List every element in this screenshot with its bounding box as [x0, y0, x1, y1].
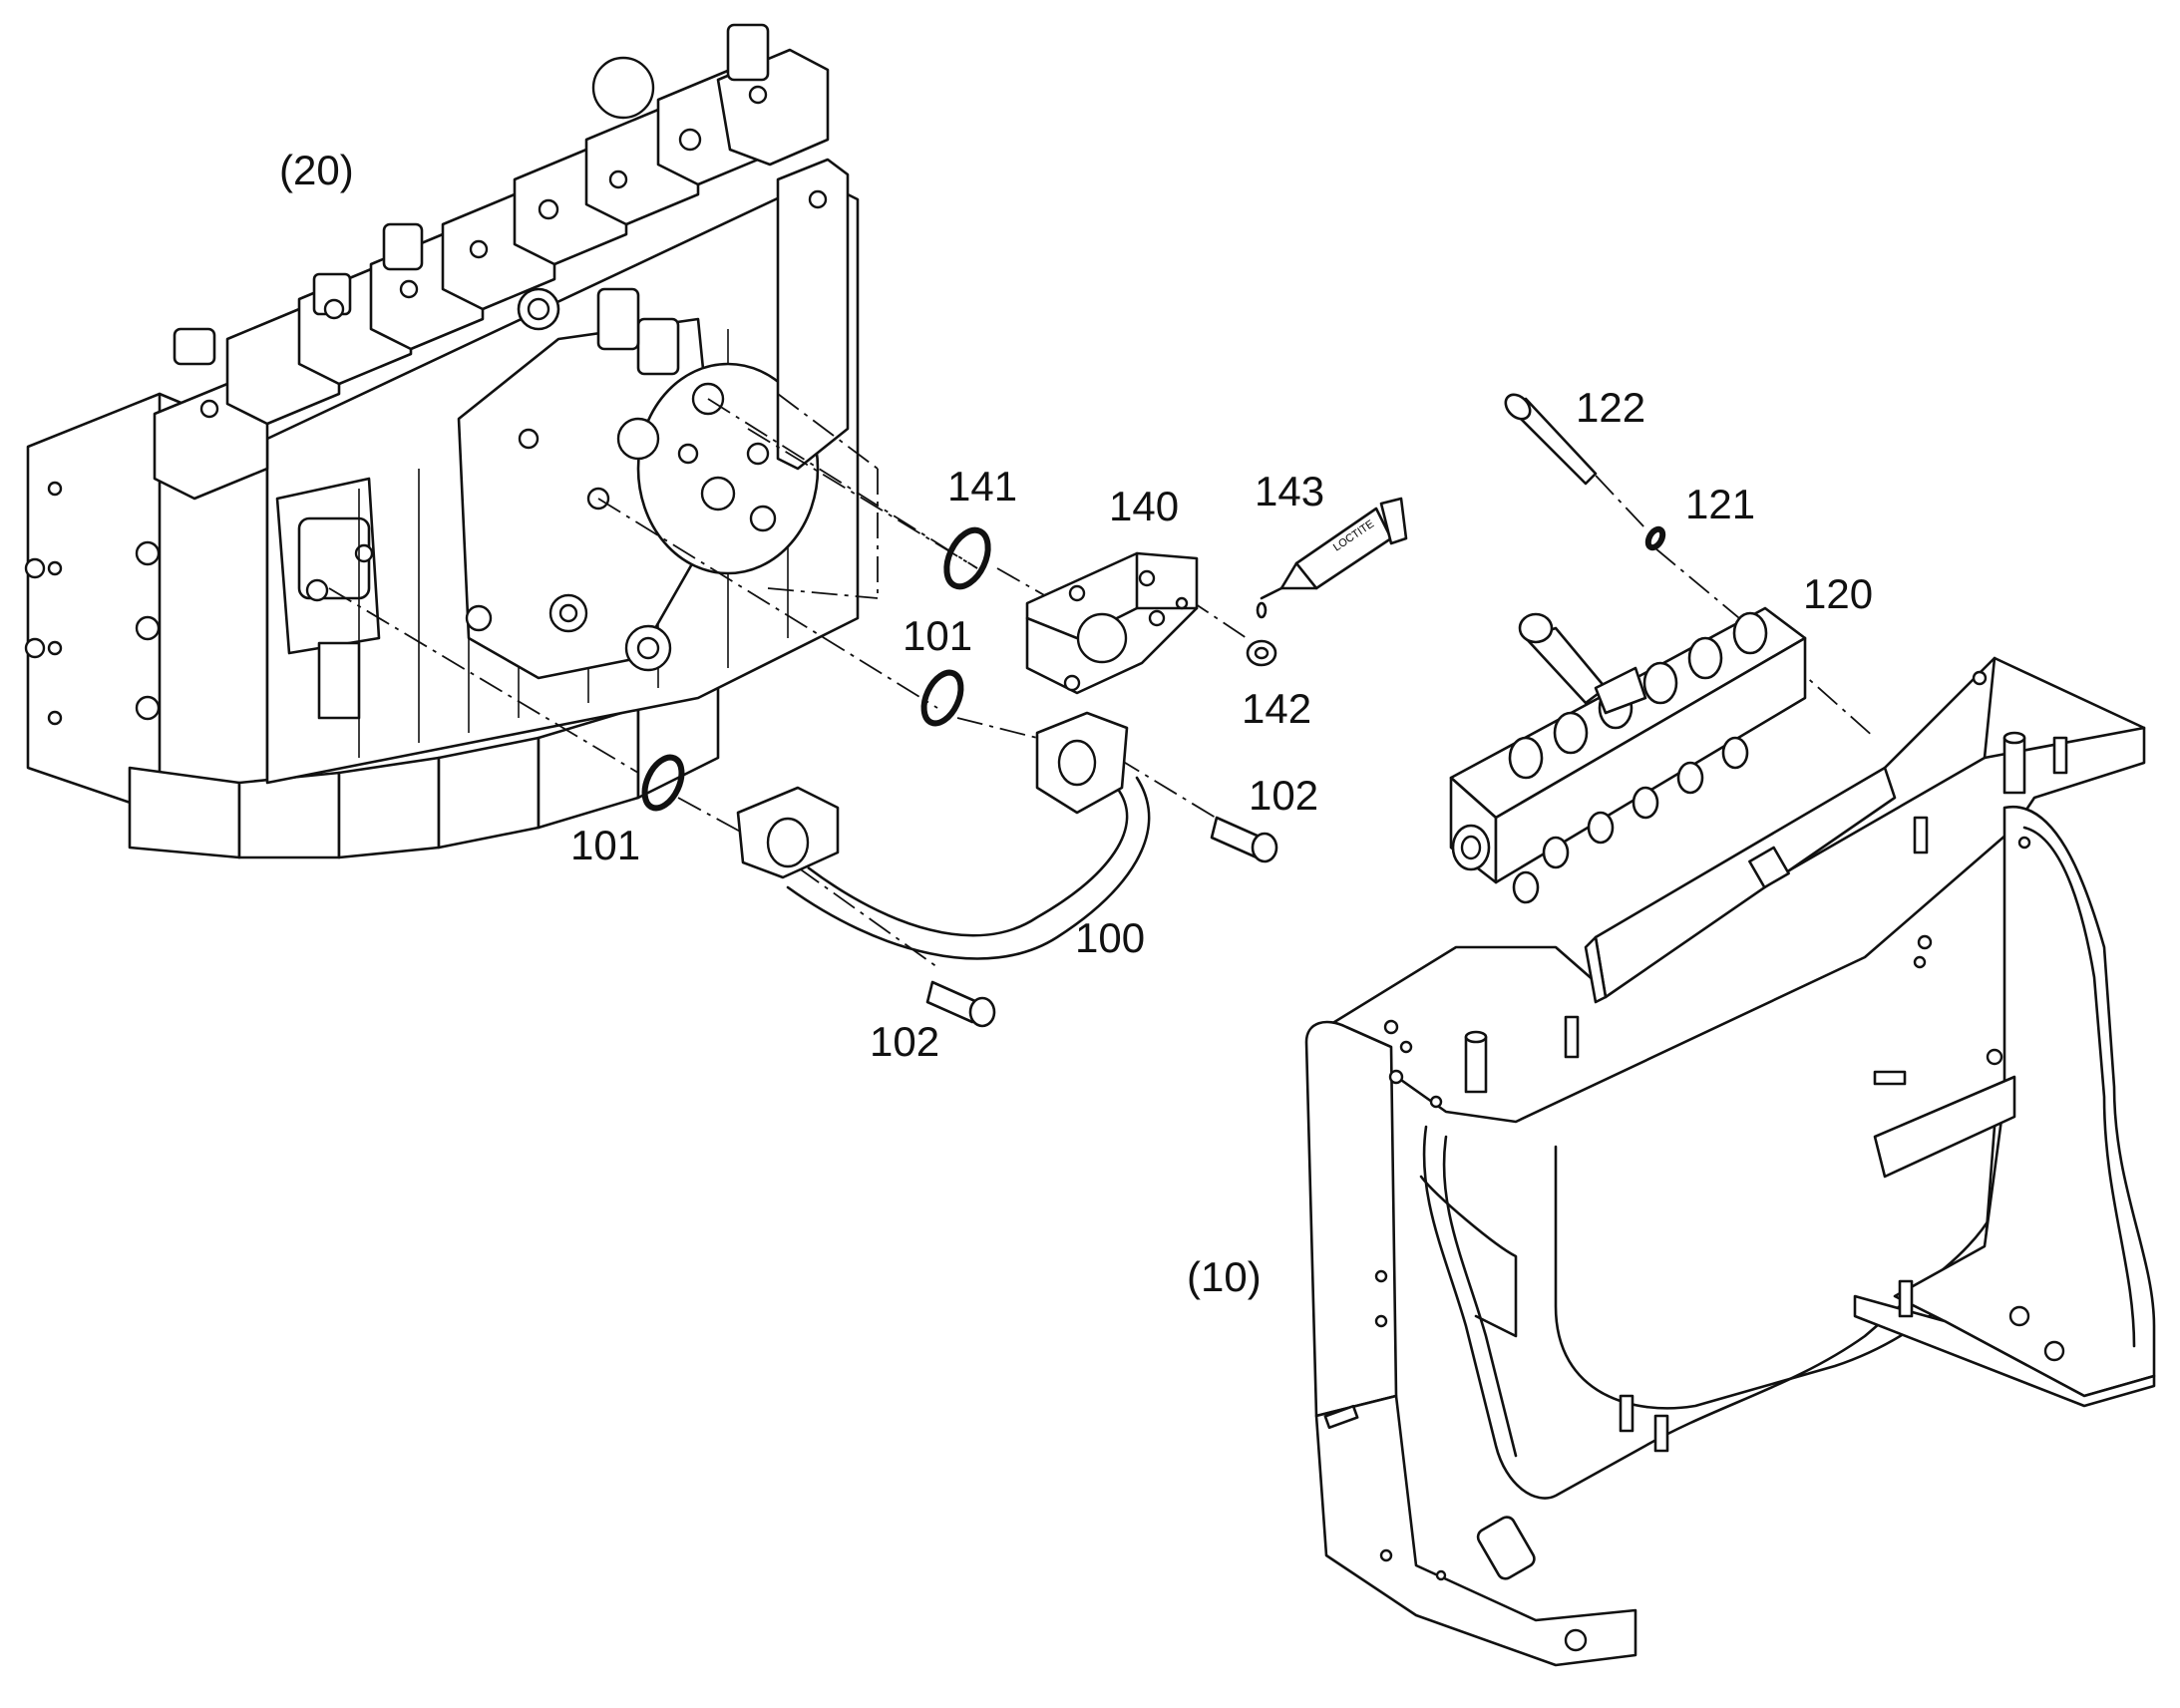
callout-loctite-143: 143 [1255, 468, 1325, 514]
frame-10 [1304, 656, 2156, 1667]
o-ring-141 [943, 526, 991, 590]
bolt-122 [1504, 393, 1598, 486]
washer-121 [1644, 525, 1666, 551]
callout-bolt-122: 122 [1576, 384, 1646, 431]
plug-142 [1246, 639, 1277, 667]
callout-o-ring-101-upper: 101 [903, 612, 973, 659]
control-valve-assembly [24, 23, 860, 859]
bolt-102-lower [925, 980, 996, 1028]
o-ring-101-upper [920, 669, 964, 727]
section-caps [153, 23, 830, 518]
manifold-block-120 [1449, 606, 1807, 904]
loctite-tube-143: LOCTITE [1256, 497, 1408, 619]
callout-control-valve-20: (20) [279, 147, 354, 193]
callout-bolt-102-right: 102 [1249, 772, 1319, 819]
callout-washer-121: 121 [1685, 481, 1756, 527]
o-ring-101-lower [641, 754, 685, 812]
bolt-102-right [1210, 816, 1278, 863]
callout-o-ring-101-lower: 101 [570, 822, 641, 868]
callout-o-ring-141: 141 [947, 463, 1018, 510]
callout-bolt-102-lower: 102 [870, 1018, 940, 1065]
tube-100 [736, 711, 1151, 960]
callout-frame-10: (10) [1187, 1253, 1262, 1300]
frame-screws [1323, 736, 2068, 1453]
flange-140 [1025, 551, 1199, 695]
callout-flange-140: 140 [1109, 483, 1180, 529]
callout-tube-100: 100 [1075, 914, 1146, 961]
o-rings [641, 526, 991, 812]
callout-plug-142: 142 [1242, 685, 1312, 732]
callout-manifold-120: 120 [1803, 570, 1874, 617]
